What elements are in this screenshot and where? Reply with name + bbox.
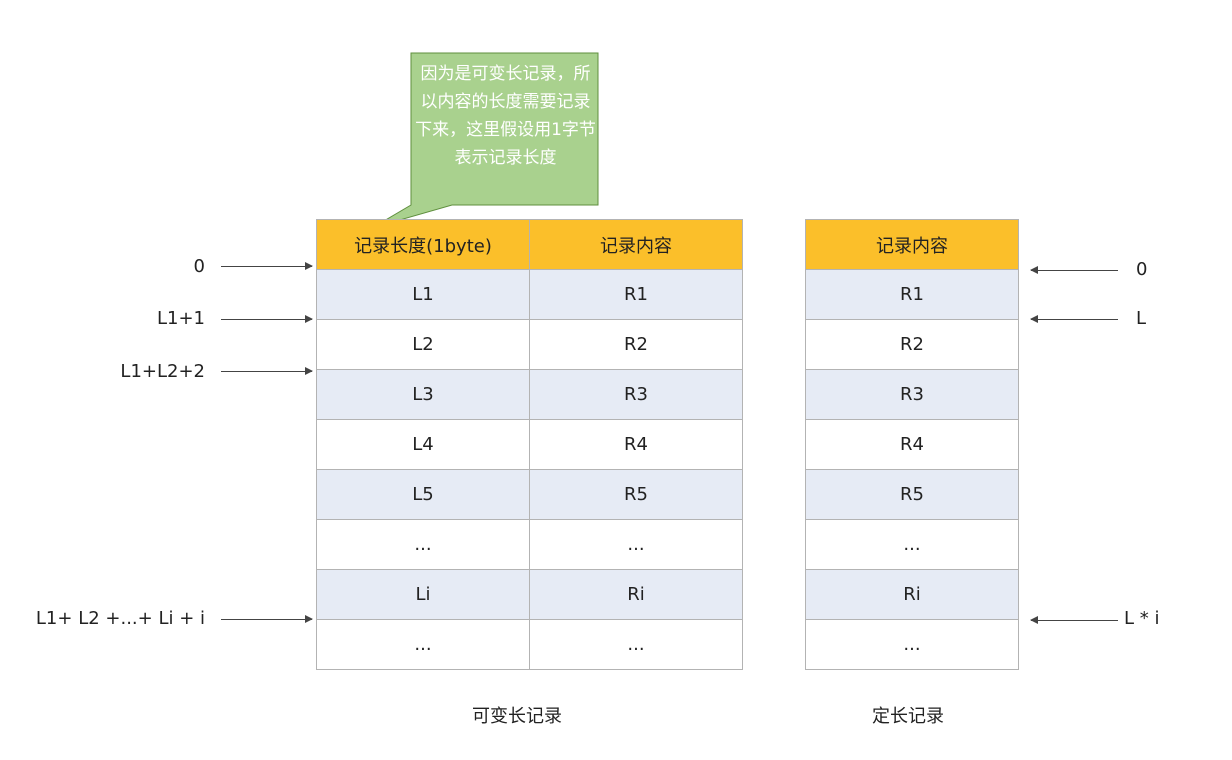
table-row: L5 R5 bbox=[316, 469, 743, 520]
table-row: ... ... bbox=[316, 519, 743, 570]
offset-arrow bbox=[1030, 266, 1118, 274]
length-cell: ... bbox=[316, 519, 530, 570]
header-record-length: 记录长度(1byte) bbox=[316, 219, 530, 270]
offset-label-0: 0 bbox=[193, 256, 205, 277]
content-cell: ... bbox=[805, 619, 1019, 670]
content-cell: R2 bbox=[805, 319, 1019, 370]
fixed-table-caption: 定长记录 bbox=[872, 706, 944, 727]
table-header-row: 记录内容 bbox=[805, 219, 1019, 270]
table-row: R2 bbox=[805, 319, 1019, 370]
table-row: Li Ri bbox=[316, 569, 743, 620]
content-cell: R2 bbox=[529, 319, 743, 370]
content-cell: R5 bbox=[529, 469, 743, 520]
table-row: R5 bbox=[805, 469, 1019, 520]
table-row: R3 bbox=[805, 369, 1019, 420]
table-row: ... bbox=[805, 619, 1019, 670]
offset-arrow bbox=[1030, 616, 1118, 624]
offset-label-l1: L1+1 bbox=[156, 308, 205, 329]
table-row: ... ... bbox=[316, 619, 743, 670]
content-cell: Ri bbox=[529, 569, 743, 620]
table-row: R4 bbox=[805, 419, 1019, 470]
length-cell: L3 bbox=[316, 369, 530, 420]
variable-table-caption: 可变长记录 bbox=[472, 706, 562, 727]
offset-label-li: L1+ L2 +...+ Li + i bbox=[35, 608, 205, 629]
length-cell: L1 bbox=[316, 269, 530, 320]
header-record-content: 记录内容 bbox=[805, 219, 1019, 270]
content-cell: R4 bbox=[805, 419, 1019, 470]
content-cell: R1 bbox=[529, 269, 743, 320]
content-cell: R4 bbox=[529, 419, 743, 470]
fixed-offset-label-li: L * i bbox=[1124, 608, 1160, 629]
content-cell: ... bbox=[529, 519, 743, 570]
content-cell: R1 bbox=[805, 269, 1019, 320]
length-cell: Li bbox=[316, 569, 530, 620]
table-row: L3 R3 bbox=[316, 369, 743, 420]
length-cell: L5 bbox=[316, 469, 530, 520]
offset-arrow bbox=[221, 367, 313, 375]
fixed-offset-label-0: 0 bbox=[1136, 259, 1148, 280]
offset-arrow bbox=[1030, 315, 1118, 323]
fixed-length-table: 记录内容 R1 R2 R3 R4 R5 ... Ri ... bbox=[805, 219, 1019, 670]
fixed-offset-label-l: L bbox=[1136, 308, 1147, 329]
content-cell: R5 bbox=[805, 469, 1019, 520]
content-cell: R3 bbox=[805, 369, 1019, 420]
table-row: R1 bbox=[805, 269, 1019, 320]
offset-arrow bbox=[221, 315, 313, 323]
callout-text: 因为是可变长记录，所以内容的长度需要记录下来，这里假设用1字节表示记录长度 bbox=[415, 64, 596, 168]
length-cell: L4 bbox=[316, 419, 530, 470]
variable-length-table: 记录长度(1byte) 记录内容 L1 R1 L2 R2 L3 R3 L4 R4… bbox=[316, 219, 743, 670]
table-row: L1 R1 bbox=[316, 269, 743, 320]
content-cell: Ri bbox=[805, 569, 1019, 620]
table-header-row: 记录长度(1byte) 记录内容 bbox=[316, 219, 743, 270]
table-row: L2 R2 bbox=[316, 319, 743, 370]
length-cell: L2 bbox=[316, 319, 530, 370]
offset-arrow bbox=[221, 615, 313, 623]
table-row: ... bbox=[805, 519, 1019, 570]
offset-arrow bbox=[221, 262, 313, 270]
offset-label-l1l2: L1+L2+2 bbox=[120, 361, 205, 382]
content-cell: ... bbox=[805, 519, 1019, 570]
content-cell: ... bbox=[529, 619, 743, 670]
table-row: Ri bbox=[805, 569, 1019, 620]
length-cell: ... bbox=[316, 619, 530, 670]
header-record-content: 记录内容 bbox=[529, 219, 743, 270]
content-cell: R3 bbox=[529, 369, 743, 420]
table-row: L4 R4 bbox=[316, 419, 743, 470]
